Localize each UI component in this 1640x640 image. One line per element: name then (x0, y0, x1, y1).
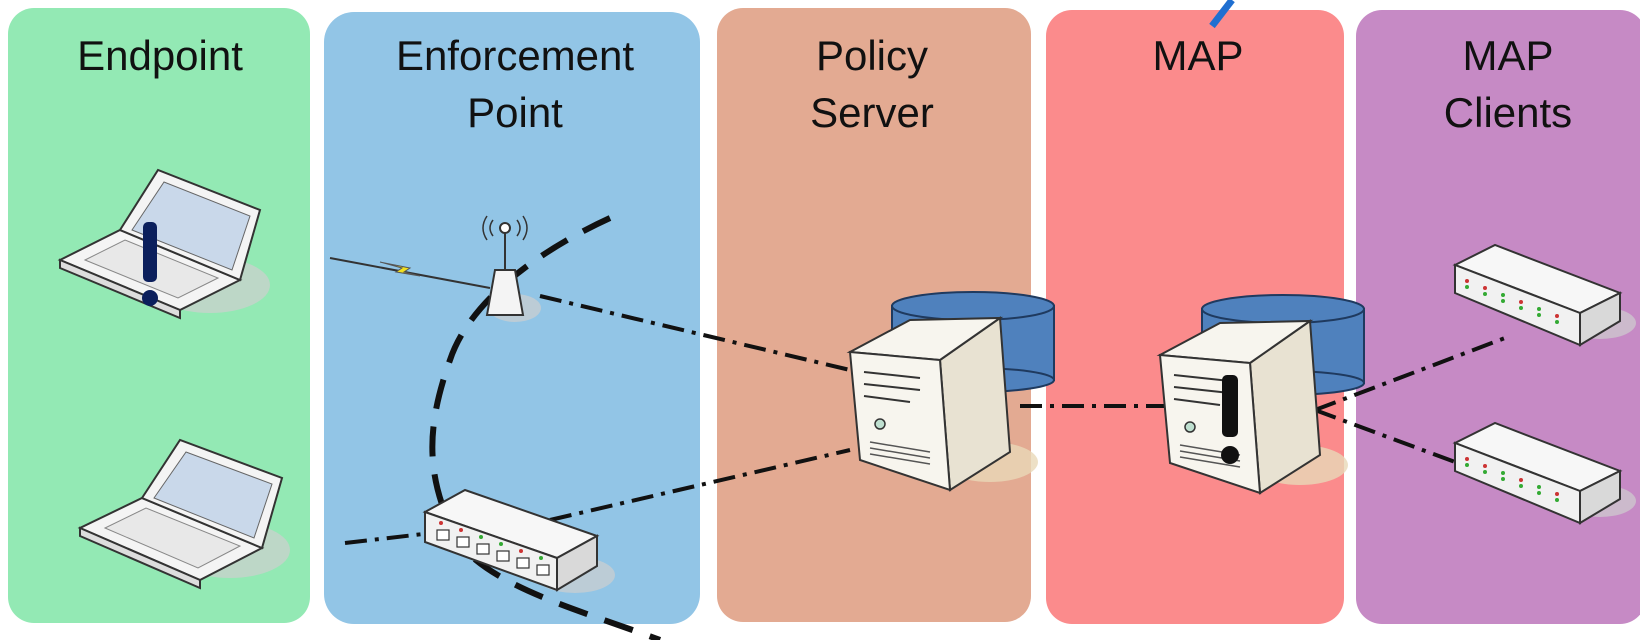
server-alert-with-database-icon (1156, 294, 1365, 495)
column-label-map-clients-line1: MAP (1462, 32, 1553, 79)
column-label-map: MAP (1152, 32, 1243, 79)
column-label-policy-line1: Policy (816, 32, 928, 79)
link-map-to-client1 (1314, 336, 1506, 412)
laptop-alert-icon (57, 168, 270, 320)
laptop-icon (77, 438, 290, 590)
server-vents (869, 441, 931, 465)
laptop-keyboard (103, 507, 242, 569)
column-label-policy-line2: Server (810, 89, 934, 136)
switch-leds (439, 521, 543, 560)
database-top (891, 291, 1055, 321)
alert-mark-bar (143, 222, 157, 282)
offscreen-connector-line (1209, 0, 1235, 29)
appliance-side (1579, 469, 1621, 525)
appliance-side (1579, 291, 1621, 347)
ap-antenna-tip (499, 222, 511, 234)
column-label-enforcement-line2: Point (467, 89, 563, 136)
alert-mark-bar (1222, 375, 1238, 437)
laptop-screen (153, 451, 273, 539)
database-top (1201, 294, 1365, 324)
connection-links (344, 294, 1506, 545)
column-label-endpoint: Endpoint (77, 32, 243, 79)
lightning-bolt-icon (379, 261, 421, 277)
link-endpoint-to-switch (344, 531, 433, 545)
server-power-button (1184, 421, 1196, 433)
link-map-to-client2 (1314, 408, 1456, 464)
column-label-map-clients-line2: Clients (1444, 89, 1572, 136)
link-ap-to-policy (539, 294, 851, 372)
appliance-leds (1465, 279, 1559, 324)
wireless-link (329, 257, 491, 289)
server-power-button (874, 418, 886, 430)
alert-mark-dot (142, 290, 158, 306)
column-label-enforcement-line1: Enforcement (396, 32, 634, 79)
link-switch-to-policy (549, 448, 851, 522)
ap-signal-waves (482, 215, 528, 241)
appliance-leds (1465, 457, 1559, 502)
switch-ports (436, 529, 550, 576)
switch-side (556, 534, 598, 592)
network-appliance-icon (1452, 243, 1636, 347)
network-switch-icon (422, 488, 615, 593)
server-with-database-icon (846, 291, 1055, 492)
laptop-screen (131, 181, 251, 271)
network-appliance-icon (1452, 421, 1636, 525)
alert-mark-dot (1221, 446, 1239, 464)
server-drive-bays (863, 371, 921, 403)
laptop-base-front (79, 526, 201, 590)
ap-body (485, 269, 525, 316)
wireless-access-point-icon (482, 215, 541, 322)
server-drive-bays (1173, 374, 1231, 406)
